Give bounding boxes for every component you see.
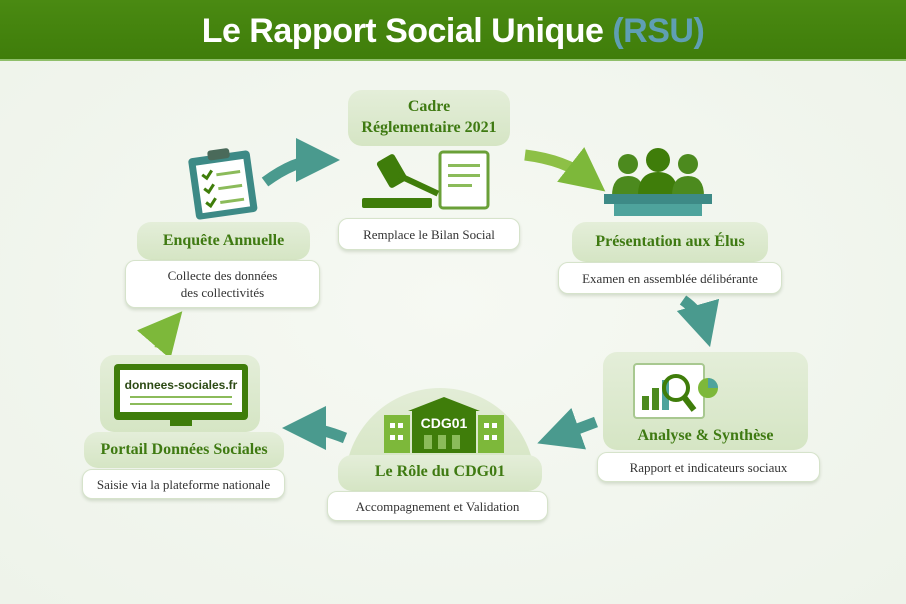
step-enquete-title-box: Enquête Annuelle (137, 222, 310, 260)
step-portail-title-box: Portail Données Sociales (84, 432, 284, 468)
step-analyse-subtitle: Rapport et indicateurs sociaux (597, 452, 820, 482)
arrow-icon (261, 138, 340, 187)
step-enquete-subtitle: Collecte des données des collectivités (125, 260, 320, 308)
step-title: Analyse & Synthèse (637, 427, 774, 444)
step-elus-subtitle: Examen en assemblée délibérante (558, 262, 782, 294)
step-title: Le Rôle du CDG01 (374, 463, 506, 480)
page-title: Le Rapport Social Unique (RSU) (0, 0, 906, 62)
subtitle-line: des collectivités (180, 285, 265, 300)
step-cadre-subtitle: Remplace le Bilan Social (338, 218, 520, 250)
clipboard-icon (188, 148, 258, 220)
title-text: Le Rapport Social Unique (201, 12, 604, 50)
step-title: Enquête Annuelle (162, 232, 285, 249)
step-cadre-title-box: Cadre Réglementaire 2021 (348, 90, 510, 146)
arrow-icon (524, 147, 606, 192)
building-icon: CDG01 (384, 397, 504, 453)
arrow-icon (136, 311, 183, 360)
step-title: Portail Données Sociales (100, 441, 268, 458)
gavel-document-icon (362, 150, 490, 210)
building-label: CDG01 (421, 415, 468, 431)
monitor-icon: donnees-sociales.fr (114, 364, 248, 426)
step-cdg-subtitle: Accompagnement et Validation (327, 491, 548, 521)
step-title: Présentation aux Élus (595, 233, 745, 250)
header-banner: Le Rapport Social Unique (RSU) (0, 0, 906, 61)
arrow-icon (676, 295, 720, 348)
step-title: Cadre (407, 98, 451, 115)
step-elus-title-box: Présentation aux Élus (572, 222, 768, 262)
officials-icon (604, 148, 712, 216)
step-title: Réglementaire 2021 (361, 119, 497, 136)
step-cdg-title-box: Le Rôle du CDG01 (338, 455, 542, 491)
subtitle-line: Collecte des données (167, 268, 278, 283)
step-portail-subtitle: Saisie via la plateforme nationale (82, 469, 285, 499)
report-magnifier-icon (633, 363, 718, 419)
arrow-icon (537, 407, 598, 450)
arrow-icon (282, 406, 348, 451)
title-acronym: (RSU) (612, 12, 705, 50)
screen-url: donnees-sociales.fr (125, 378, 238, 392)
